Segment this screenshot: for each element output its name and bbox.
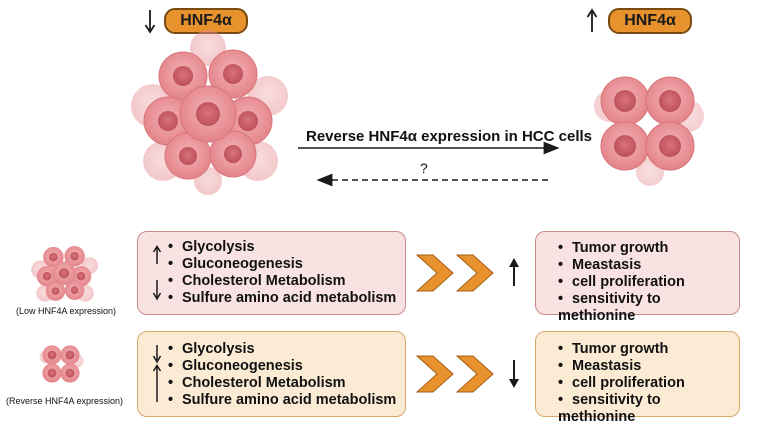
pathway-box-low: Glycolysis Gluconeogenesis Cholesterol M… — [137, 231, 406, 315]
outcome-list: Tumor growth Meastasis cell proliferatio… — [558, 341, 739, 426]
list-item: Glycolysis — [168, 239, 396, 256]
list-item: Sulfure amino acid metabolism — [168, 392, 396, 409]
tumor-cluster-large-icon — [131, 30, 288, 195]
list-item: Meastasis — [558, 358, 739, 375]
list-item: sensitivity to methionine — [558, 291, 739, 325]
reverse-dashed-arrow — [316, 173, 548, 187]
list-item: Gluconeogenesis — [168, 358, 396, 375]
list-item: cell proliferation — [558, 375, 739, 392]
hnf4a-high-badge: HNF4α — [608, 8, 692, 34]
reverse-arrow-label: ? — [420, 160, 428, 176]
double-chevron-icon — [415, 254, 494, 292]
list-item: Tumor growth — [558, 240, 739, 257]
reverse-expression-caption: (Reverse HNF4A expression) — [6, 396, 124, 406]
down-arrow-icon — [152, 280, 162, 301]
list-item: cell proliferation — [558, 274, 739, 291]
outcome-list: Tumor growth Meastasis cell proliferatio… — [558, 240, 739, 325]
list-item: sensitivity to methionine — [558, 392, 739, 426]
up-arrow-icon — [152, 245, 162, 264]
list-item: Gluconeogenesis — [168, 256, 396, 273]
pathway-list: Glycolysis Gluconeogenesis Cholesterol M… — [168, 239, 396, 307]
double-chevron-icon — [415, 355, 494, 393]
list-item: Tumor growth — [558, 341, 739, 358]
low-expression-cluster-icon — [31, 246, 98, 302]
low-expression-caption: (Low HNF4A expression) — [16, 306, 117, 316]
hnf4a-low-badge: HNF4α — [164, 8, 248, 34]
outcome-box-reverse: Tumor growth Meastasis cell proliferatio… — [535, 331, 740, 425]
up-arrow-icon — [152, 364, 162, 402]
list-item: Cholesterol Metabolism — [168, 375, 396, 392]
list-item: Meastasis — [558, 257, 739, 274]
up-arrow-icon — [586, 8, 598, 32]
down-arrow-icon — [509, 360, 519, 388]
reverse-expression-cluster-icon — [39, 345, 84, 383]
down-arrow-icon — [152, 345, 162, 364]
outcome-box-low: Tumor growth Meastasis cell proliferatio… — [535, 231, 740, 324]
up-arrow-icon — [509, 258, 519, 286]
down-arrow-icon — [144, 10, 156, 34]
forward-arrow-label: Reverse HNF4α expression in HCC cells — [306, 128, 593, 145]
list-item: Sulfure amino acid metabolism — [168, 290, 396, 307]
tumor-cluster-small-icon — [594, 76, 704, 186]
list-item: Cholesterol Metabolism — [168, 273, 396, 290]
list-item: Glycolysis — [168, 341, 396, 358]
forward-arrow — [298, 141, 560, 155]
pathway-list: Glycolysis Gluconeogenesis Cholesterol M… — [168, 341, 396, 409]
pathway-box-reverse: Glycolysis Gluconeogenesis Cholesterol M… — [137, 331, 406, 417]
